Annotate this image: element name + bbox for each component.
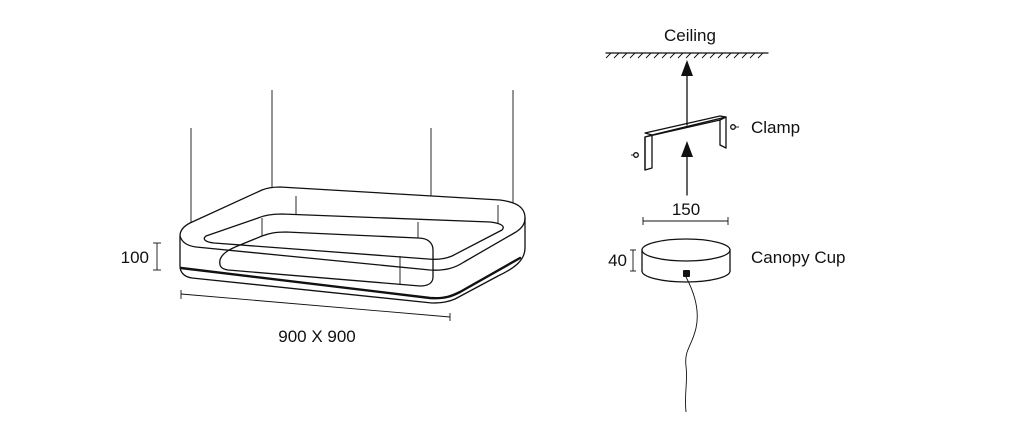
ring-bottom-edge bbox=[179, 256, 522, 300]
ring-inner-opening bbox=[203, 213, 504, 261]
arrow-up-icon bbox=[681, 60, 693, 126]
canopy-label: Canopy Cup bbox=[751, 248, 846, 267]
ring-inner-recess bbox=[219, 231, 434, 287]
clamp-label: Clamp bbox=[751, 118, 800, 137]
ceiling-label: Ceiling bbox=[664, 26, 716, 45]
canopy-width-dimension bbox=[642, 217, 729, 225]
suspension-cables bbox=[190, 90, 514, 228]
clamp-width-label: 150 bbox=[672, 200, 700, 219]
height-dimension bbox=[153, 242, 161, 271]
clamp bbox=[631, 115, 739, 171]
pendant-luminaire bbox=[179, 90, 526, 304]
canopy-height-label: 40 bbox=[608, 251, 627, 270]
width-dimension bbox=[180, 290, 451, 321]
canopy-height-dimension bbox=[630, 249, 636, 272]
size-label: 900 X 900 bbox=[278, 327, 356, 346]
ceiling-hatch bbox=[605, 52, 769, 59]
height-label: 100 bbox=[121, 248, 149, 267]
canopy-cup bbox=[641, 238, 731, 283]
power-cord bbox=[684, 276, 698, 413]
ring-top-edge bbox=[179, 217, 526, 271]
arrow-up-icon bbox=[681, 141, 693, 196]
